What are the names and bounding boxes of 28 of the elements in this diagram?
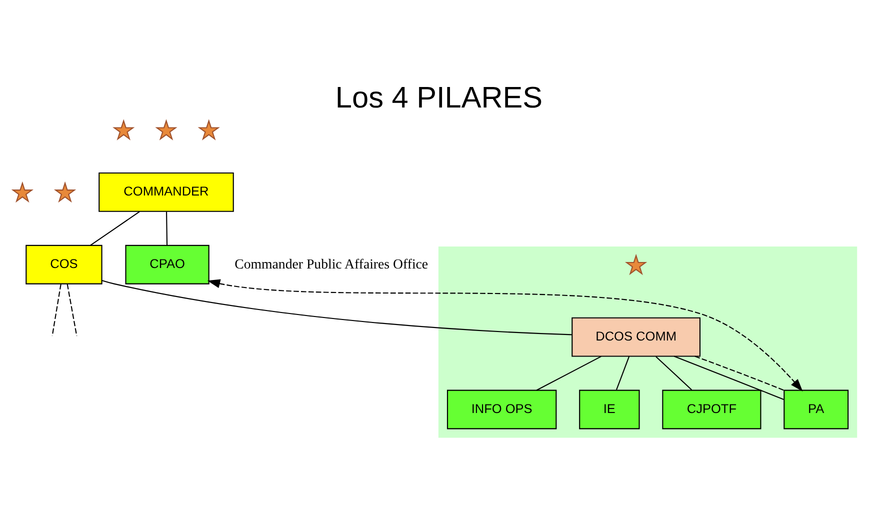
connector <box>694 355 785 391</box>
node-star <box>112 118 135 140</box>
connector <box>656 356 692 390</box>
connector <box>66 284 78 336</box>
arrow <box>207 278 803 392</box>
connector <box>166 211 168 244</box>
node-star <box>624 253 648 275</box>
node-box: CJPOTF <box>662 389 762 429</box>
node-star <box>198 118 220 140</box>
node-star <box>54 180 76 202</box>
node-star <box>11 180 34 202</box>
connector <box>536 355 602 390</box>
connector <box>674 355 784 400</box>
node-label: Commander Public Affaires Office <box>234 256 428 271</box>
diagram-title: Los 4 PILARES <box>335 80 543 114</box>
node-box: COMMANDER <box>98 172 234 212</box>
node-box: CPAO <box>125 244 210 284</box>
cluster <box>438 246 858 438</box>
node-box: IE <box>579 389 640 429</box>
connector <box>52 284 62 336</box>
node-box: PA <box>784 389 849 429</box>
node-star <box>155 118 178 140</box>
connector <box>616 356 630 390</box>
connector <box>102 280 572 335</box>
node-box: INFO OPS <box>446 389 557 429</box>
node-box: COS <box>26 244 102 284</box>
node-box: DCOS COMM <box>572 316 700 356</box>
connector <box>90 210 140 246</box>
